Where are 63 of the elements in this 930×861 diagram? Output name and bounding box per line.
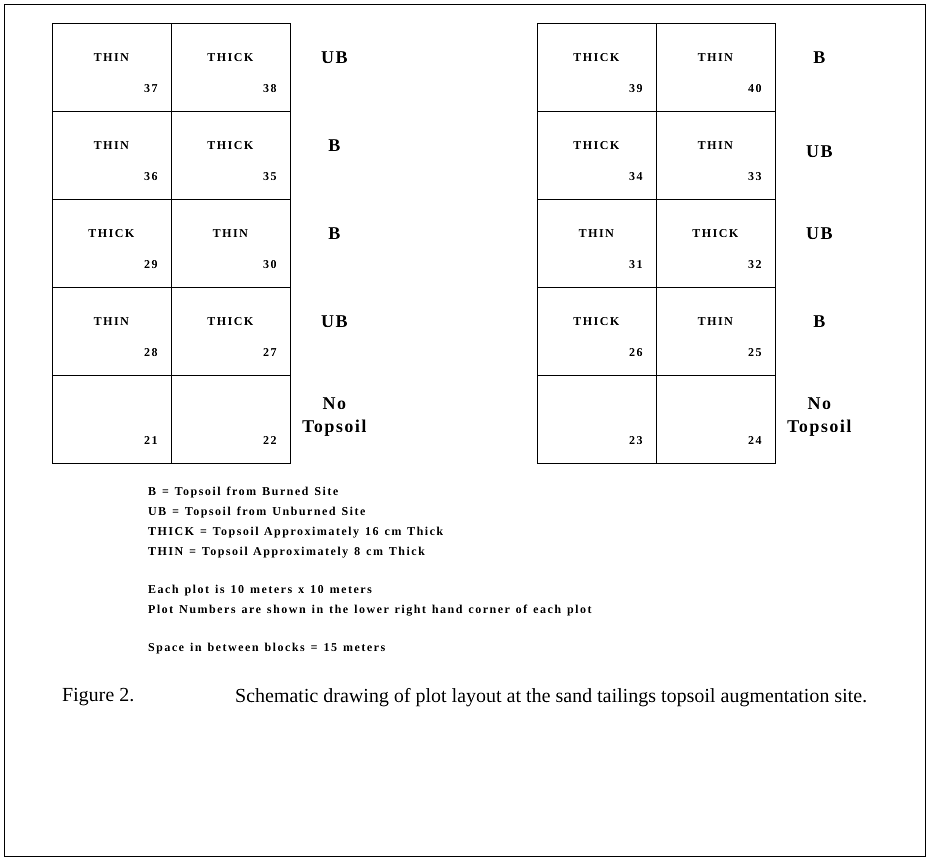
figure-number: Figure 2. <box>62 684 134 707</box>
plot-cell <box>537 375 657 464</box>
treatment-label: B <box>327 222 343 245</box>
plot-cell <box>171 23 291 112</box>
treatment-label: B <box>327 134 343 157</box>
thickness-label: THICK <box>572 314 622 329</box>
plot-cell <box>52 375 172 464</box>
thickness-label: THICK <box>572 50 622 65</box>
plot-number: 31 <box>629 257 644 272</box>
thickness-label: THICK <box>206 138 256 153</box>
legend-note: UB = Topsoil from Unburned Site <box>148 504 367 519</box>
plot-number: 22 <box>263 433 278 448</box>
plot-number: 26 <box>629 345 644 360</box>
plot-cell <box>52 23 172 112</box>
plot-cell <box>537 23 657 112</box>
treatment-label: UB <box>804 140 835 163</box>
plot-number: 28 <box>144 345 159 360</box>
plot-number: 29 <box>144 257 159 272</box>
treatment-label: No Topsoil <box>301 392 369 438</box>
plot-number: 21 <box>144 433 159 448</box>
legend-note: Each plot is 10 meters x 10 meters <box>148 582 374 597</box>
treatment-label: UB <box>804 222 835 245</box>
plot-number: 23 <box>629 433 644 448</box>
plot-number: 37 <box>144 81 159 96</box>
thickness-label: THICK <box>206 50 256 65</box>
plot-number: 33 <box>748 169 763 184</box>
plot-number: 39 <box>629 81 644 96</box>
thickness-label: THIN <box>92 138 132 153</box>
treatment-label: B <box>812 46 828 69</box>
plot-number: 40 <box>748 81 763 96</box>
thickness-label: THIN <box>92 50 132 65</box>
plot-number: 38 <box>263 81 278 96</box>
thickness-label: THIN <box>696 314 736 329</box>
treatment-label: B <box>812 310 828 333</box>
plot-cell <box>656 375 776 464</box>
plot-number: 34 <box>629 169 644 184</box>
legend-note: Space in between blocks = 15 meters <box>148 640 387 655</box>
thickness-label: THICK <box>87 226 137 241</box>
thickness-label: THIN <box>92 314 132 329</box>
legend-note: B = Topsoil from Burned Site <box>148 484 340 499</box>
thickness-label: THIN <box>578 226 616 241</box>
plot-cell <box>656 23 776 112</box>
legend-note: THIN = Topsoil Approximately 8 cm Thick <box>148 544 426 559</box>
plot-number: 24 <box>748 433 763 448</box>
plot-number: 35 <box>263 169 278 184</box>
treatment-label: UB <box>320 310 350 333</box>
plot-number: 30 <box>263 257 278 272</box>
treatment-label: UB <box>320 46 350 69</box>
thickness-label: THIN <box>212 226 250 241</box>
treatment-label: No Topsoil <box>786 392 854 438</box>
plot-number: 25 <box>748 345 763 360</box>
legend-note: Plot Numbers are shown in the lower right hand corner of each plot <box>148 602 593 617</box>
plot-number: 36 <box>144 169 159 184</box>
figure-caption: Schematic drawing of plot layout at the sand tailings topsoil augmentation site. <box>235 684 868 709</box>
thickness-label: THICK <box>206 314 256 329</box>
legend-note: THICK = Topsoil Approximately 16 cm Thick <box>148 524 445 539</box>
thickness-label: THIN <box>696 138 736 153</box>
plot-number: 27 <box>263 345 278 360</box>
thickness-label: THIN <box>696 50 736 65</box>
plot-cell <box>171 375 291 464</box>
thickness-label: THICK <box>572 138 622 153</box>
thickness-label: THICK <box>691 226 741 241</box>
plot-number: 32 <box>748 257 763 272</box>
